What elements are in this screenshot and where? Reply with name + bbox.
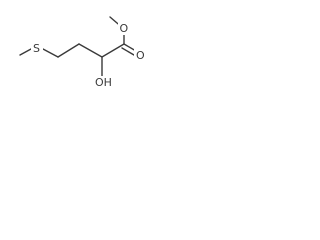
bond-ch2-ch2 bbox=[57, 43, 80, 58]
atom-label-ester-oxygen: O bbox=[120, 22, 129, 35]
bond-methyl-s bbox=[19, 48, 32, 56]
chemical-structure: S O O OH bbox=[19, 16, 147, 89]
atom-label-carbonyl-oxygen: O bbox=[136, 49, 145, 62]
atom-labels: S O O OH bbox=[31, 22, 147, 89]
bond-ch2-chiral bbox=[78, 43, 103, 58]
label-mask-ester-o bbox=[118, 22, 130, 35]
label-mask-carbonyl-o bbox=[134, 49, 147, 62]
atom-label-hydroxyl: OH bbox=[95, 76, 112, 89]
bond-chiral-carbonyl bbox=[101, 43, 125, 58]
bond-s-ch2 bbox=[42, 48, 59, 58]
label-mask-oh bbox=[94, 76, 114, 89]
bond-carbonyl-o-double-b bbox=[121, 47, 135, 56]
bond-skeleton bbox=[19, 16, 137, 79]
atom-label-sulfur: S bbox=[33, 42, 40, 55]
label-mask-s bbox=[31, 42, 43, 55]
